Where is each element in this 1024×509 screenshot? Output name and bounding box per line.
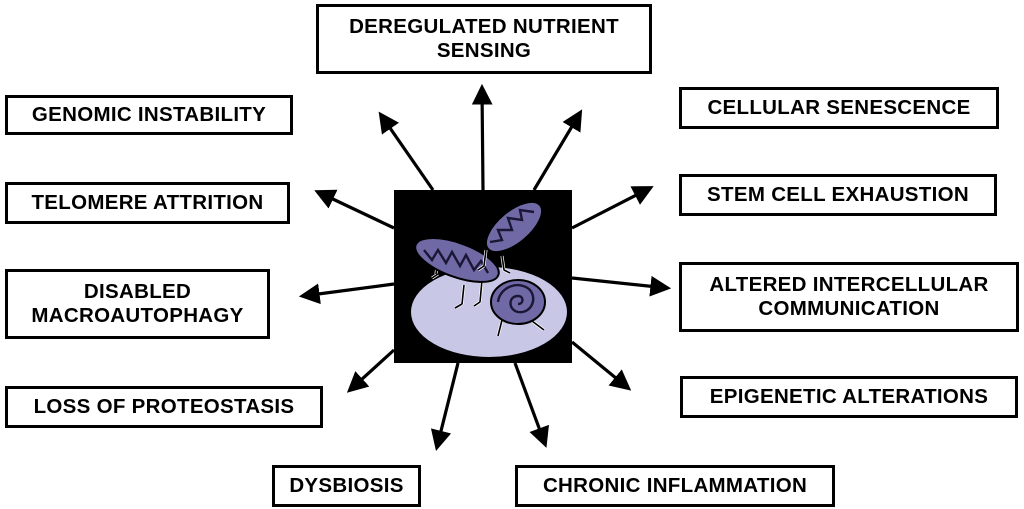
label-epigenetic-alterations: EPIGENETIC ALTERATIONS xyxy=(680,376,1018,418)
arrow-to-altered-intercellular-communication xyxy=(571,275,672,297)
label-loss-of-proteostasis: LOSS OF PROTEOSTASIS xyxy=(5,386,323,428)
center-illustration xyxy=(394,190,572,363)
arrow-to-cellular-senescence xyxy=(532,109,583,191)
label-deregulated-nutrient-sensing: DEREGULATED NUTRIENT SENSING xyxy=(316,4,652,74)
mitochondrion-icon-left xyxy=(414,237,500,310)
arrow-to-loss-of-proteostasis xyxy=(346,348,396,393)
label-telomere-attrition: TELOMERE ATTRITION xyxy=(5,182,290,224)
label-genomic-instability: GENOMIC INSTABILITY xyxy=(5,95,293,135)
arrow-to-telomere-attrition xyxy=(314,189,395,230)
label-chronic-inflammation: CHRONIC INFLAMMATION xyxy=(515,465,835,507)
arrow-to-genomic-instability xyxy=(378,111,435,191)
label-cellular-senescence: CELLULAR SENESCENCE xyxy=(679,87,999,129)
label-stem-cell-exhaustion: STEM CELL EXHAUSTION xyxy=(679,174,997,216)
arrow-to-disabled-macroautophagy xyxy=(298,282,395,305)
label-disabled-macroautophagy: DISABLED MACROAUTOPHAGY xyxy=(5,269,270,339)
arrow-to-stem-cell-exhaustion xyxy=(571,186,654,230)
label-altered-intercellular-communication: ALTERED INTERCELLULAR COMMUNICATION xyxy=(679,262,1019,332)
arrow-to-dysbiosis xyxy=(430,362,460,452)
mitochondrion-icon-top xyxy=(477,200,544,275)
arrow-to-deregulated-nutrient-sensing xyxy=(471,83,493,191)
mitochondrion-icon-curled xyxy=(490,279,546,337)
arrow-to-chronic-inflammation xyxy=(513,362,549,448)
arrow-to-epigenetic-alterations xyxy=(570,340,632,391)
label-dysbiosis: DYSBIOSIS xyxy=(272,465,421,507)
